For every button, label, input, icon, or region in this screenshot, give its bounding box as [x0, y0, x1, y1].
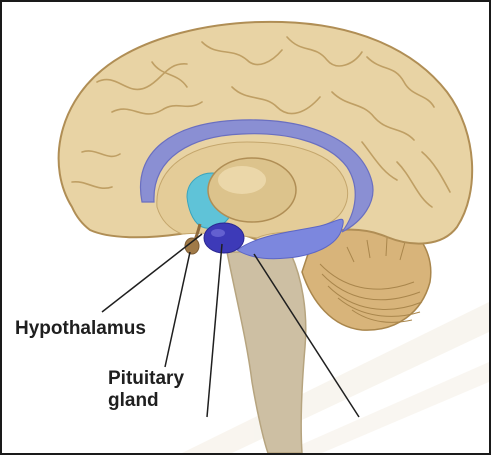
- cerebellum-folia: [319, 237, 423, 323]
- amygdala-leader: [206, 243, 223, 418]
- pituitary-label: Pituitary gland: [108, 368, 184, 412]
- hypothalamus-label: Hypothalamus: [15, 318, 146, 339]
- cerebrum-gyri: [71, 36, 451, 208]
- pituitary-label-line1: Pituitary: [108, 368, 185, 389]
- background-beams: [182, 302, 489, 453]
- leader-lines: [101, 233, 360, 418]
- brainstem: [226, 251, 307, 453]
- hypothalamus-leader: [101, 233, 203, 313]
- amygdala: [203, 222, 245, 254]
- pituitary-gland: [184, 237, 200, 255]
- hippocampus-leader: [253, 253, 360, 418]
- amygdala-highlight: [211, 229, 225, 237]
- hippocampus: [236, 218, 344, 260]
- thalamus-highlight: [218, 166, 266, 194]
- pituitary-label-line2: gland: [108, 390, 159, 411]
- pituitary-leader: [164, 251, 191, 368]
- corpus-callosum: [140, 119, 374, 233]
